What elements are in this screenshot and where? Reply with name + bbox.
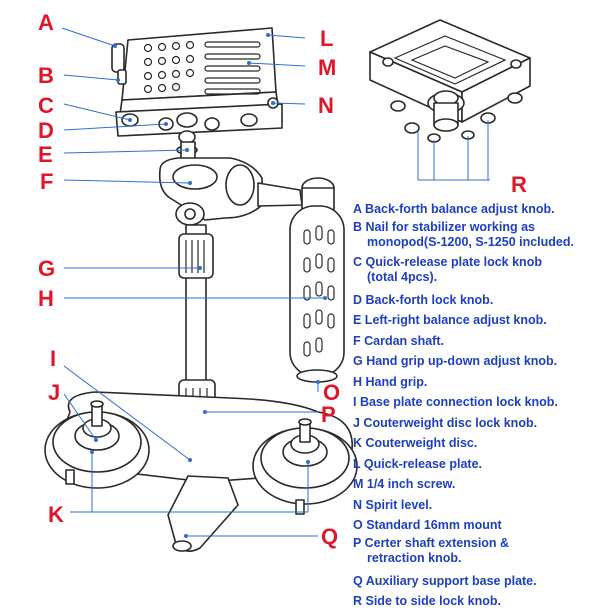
legend-item-c: C Quick-release plate lock knob(total 4p…	[353, 254, 542, 284]
leader-lines	[61, 27, 490, 538]
callout-letter-l: L	[320, 26, 333, 51]
parts-legend: A Back-forth balance adjust knob. B Nail…	[353, 199, 600, 612]
legend-item-l: L Quick-release plate.	[353, 456, 482, 471]
base-plate-drawing	[44, 391, 358, 552]
callout-letter-e: E	[38, 142, 53, 167]
legend-item-m: M 1/4 inch screw.	[353, 477, 456, 491]
callout-letter-a: A	[38, 10, 54, 35]
callout-letter-q: Q	[321, 524, 338, 549]
callout-letter-g: G	[38, 256, 55, 281]
legend-item-g: G Hand grip up-down adjust knob.	[353, 354, 558, 368]
callout-letter-n: N	[318, 93, 334, 118]
legend-item-o: O Standard 16mm mount	[353, 518, 502, 532]
legend-item-k: K Couterweight disc.	[353, 436, 478, 450]
hand-grip-drawing	[289, 177, 345, 383]
legend-item-j: J Couterweight disc lock knob.	[353, 415, 538, 430]
legend-item-p: P Certer shaft extension &retraction kno…	[353, 535, 510, 565]
callout-letter-p: P	[321, 402, 336, 427]
callout-letter-k: K	[48, 502, 64, 527]
lock-knobs	[121, 112, 258, 144]
callout-letter-i: I	[50, 346, 56, 371]
callout-letter-j: J	[48, 380, 60, 405]
callout-letters: A B C D E F G H I J K L M N O P Q R	[38, 10, 527, 549]
legend-item-n: N Spirit level.	[353, 497, 433, 512]
callout-letter-h: H	[38, 286, 54, 311]
legend-item-f: F Cardan shaft.	[353, 333, 444, 348]
grip-texture	[303, 225, 335, 357]
legend-item-h: H Hand grip.	[353, 374, 428, 389]
callout-letter-c: C	[38, 93, 54, 118]
legend-item-e: E Left-right balance adjust knob.	[353, 313, 547, 327]
callout-letter-f: F	[40, 169, 53, 194]
detail-view-drawing	[369, 19, 531, 143]
callout-letter-d: D	[38, 118, 54, 143]
legend-item-r: R Side to side lock knob.	[353, 594, 501, 608]
legend-item-a: A Back-forth balance adjust knob.	[353, 202, 555, 216]
callout-letter-o: O	[323, 380, 340, 405]
callout-letter-m: M	[318, 55, 336, 80]
quick-release-plate-drawing	[111, 27, 283, 155]
callout-letter-b: B	[38, 63, 54, 88]
plate-holes	[143, 40, 261, 95]
callout-letter-r: R	[511, 172, 527, 197]
legend-item-q: Q Auxiliary support base plate.	[353, 573, 537, 588]
legend-item-i: I Base plate connection lock knob.	[353, 395, 558, 409]
legend-item-d: D Back-forth lock knob.	[353, 292, 494, 307]
